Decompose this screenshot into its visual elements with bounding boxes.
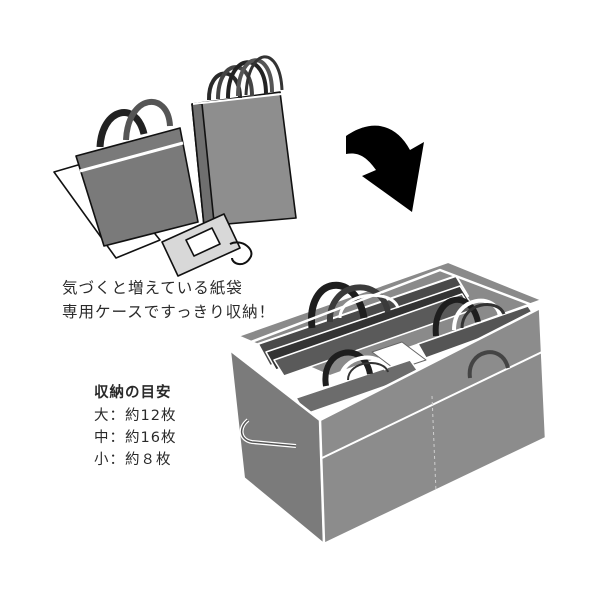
separator: ： <box>109 452 125 468</box>
size-label: 大 <box>94 408 110 424</box>
large-bag <box>75 127 199 247</box>
curved-arrow-icon <box>346 125 424 212</box>
caption-line-2: 専用ケースですっきり収納！ <box>62 303 276 321</box>
caption: 気づくと増えている紙袋 専用ケースですっきり収納！ <box>62 276 275 324</box>
amount: 約８枚 <box>125 452 172 468</box>
loose-paper-bags <box>53 55 297 277</box>
capacity-title: 収納の目安 <box>94 385 172 401</box>
separator: ： <box>109 408 125 424</box>
storage-case <box>229 261 548 546</box>
separator: ： <box>109 430 125 446</box>
capacity-row-small: 小：約８枚 <box>94 449 176 471</box>
amount: 約16枚 <box>125 430 177 446</box>
caption-line-1: 気づくと増えている紙袋 <box>62 279 243 297</box>
capacity-row-large: 大：約12枚 <box>94 405 176 427</box>
size-label: 小 <box>94 452 110 468</box>
capacity-guide: 収納の目安 大：約12枚 中：約16枚 小：約８枚 <box>94 382 176 471</box>
size-label: 中 <box>94 430 110 446</box>
capacity-row-medium: 中：約16枚 <box>94 427 176 449</box>
amount: 約12枚 <box>125 408 177 424</box>
